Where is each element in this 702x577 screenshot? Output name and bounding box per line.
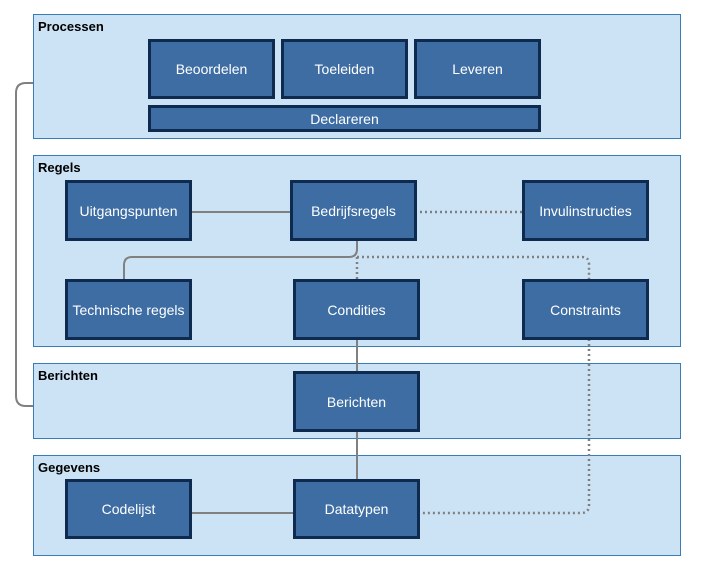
lane-title-regels: Regels: [38, 160, 81, 175]
box-uitgangspunten[interactable]: Uitgangspunten: [65, 180, 192, 241]
box-constraints[interactable]: Constraints: [522, 279, 649, 340]
box-beoordelen[interactable]: Beoordelen: [148, 39, 275, 99]
box-declareren[interactable]: Declareren: [148, 105, 541, 132]
lane-title-processen: Processen: [38, 19, 104, 34]
box-technische-regels[interactable]: Technische regels: [65, 279, 192, 340]
box-codelijst[interactable]: Codelijst: [65, 479, 192, 539]
lane-title-gegevens: Gegevens: [38, 460, 101, 475]
box-invulinstructies[interactable]: Invulinstructies: [522, 180, 649, 241]
box-berichten[interactable]: Berichten: [293, 371, 420, 432]
box-leveren[interactable]: Leveren: [414, 39, 541, 99]
box-condities[interactable]: Condities: [293, 279, 420, 340]
box-toeleiden[interactable]: Toeleiden: [281, 39, 408, 99]
lane-title-berichten: Berichten: [38, 368, 98, 383]
box-bedrijfsregels[interactable]: Bedrijfsregels: [290, 180, 417, 241]
box-datatypen[interactable]: Datatypen: [293, 479, 420, 539]
bracket-processen-berichten: [15, 82, 33, 407]
